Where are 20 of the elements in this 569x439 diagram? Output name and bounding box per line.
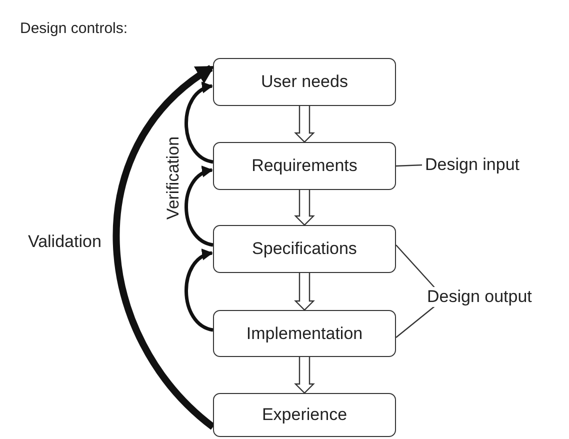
verification-arrow	[184, 83, 214, 164]
process-box: Implementation	[213, 310, 396, 357]
hollow-arrow	[294, 356, 315, 394]
annotation-text: Design output	[427, 287, 532, 307]
hollow-arrow	[294, 272, 315, 311]
leader-line	[396, 306, 436, 338]
validation-arrow	[112, 65, 216, 430]
verification-arrow	[184, 167, 214, 247]
process-box: Specifications	[213, 225, 396, 273]
process-box: Requirements	[213, 142, 396, 190]
verification-label: Verification	[164, 136, 184, 220]
process-box: User needs	[213, 58, 396, 106]
diagram-title: Design controls:	[20, 20, 128, 37]
process-box: Experience	[213, 393, 396, 437]
annotation-text: Design input	[425, 155, 520, 175]
leader-line	[396, 244, 436, 288]
leader-line	[396, 164, 422, 167]
hollow-arrow	[294, 105, 315, 143]
hollow-arrow	[294, 189, 315, 226]
verification-arrow	[184, 250, 214, 332]
